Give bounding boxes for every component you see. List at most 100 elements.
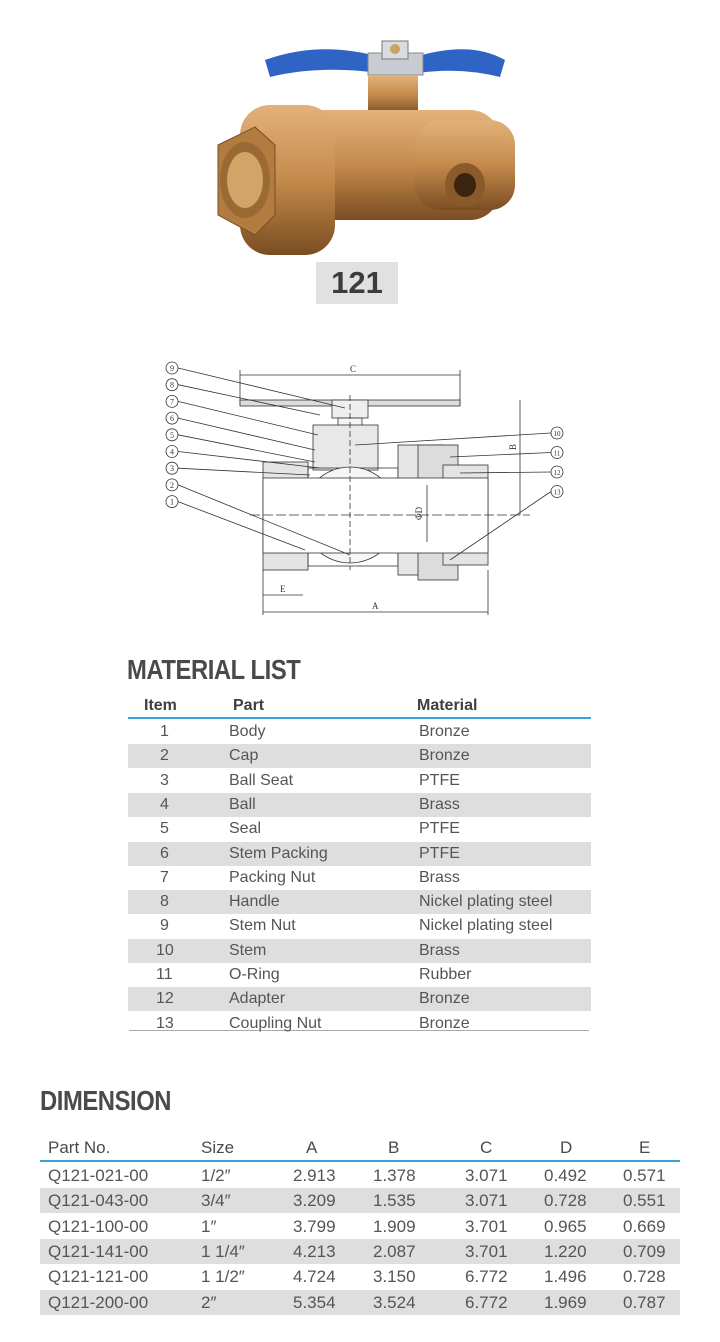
callout-8: 8 — [165, 378, 321, 416]
table-row: 4 Ball Brass — [128, 792, 591, 817]
material-name: Bronze — [419, 1014, 470, 1032]
cell-part: Q121-121-00 — [48, 1267, 149, 1287]
cell-part: Q121-043-00 — [48, 1191, 149, 1211]
header-part-no: Part No. — [48, 1138, 111, 1157]
callout-4: 4 — [165, 445, 321, 469]
item-number: 13 — [156, 1014, 174, 1032]
part-name: Stem Nut — [229, 917, 296, 935]
material-name: Bronze — [419, 723, 470, 740]
callout-2: 2 — [165, 478, 351, 556]
callout-5: 5 — [165, 428, 316, 463]
cell-size: 3/4″ — [201, 1191, 231, 1211]
part-name: Seal — [229, 820, 262, 838]
part-name: Coupling Nut — [229, 1014, 322, 1032]
callout-10: 10 — [354, 426, 564, 446]
material-name: PTFE — [419, 844, 460, 862]
table-row: 2 Cap Bronze — [128, 744, 591, 769]
header-divider — [128, 717, 591, 719]
model-number-label: 121 — [316, 262, 398, 304]
material-name: Brass — [419, 868, 460, 886]
callout-9: 9 — [165, 361, 346, 409]
cell-c: 3.701 — [465, 1216, 508, 1236]
svg-text:8: 8 — [170, 381, 174, 390]
table-row: 6 Stem Packing PTFE — [128, 841, 591, 866]
table-row: 13 Coupling Nut Bronze — [128, 1012, 591, 1036]
valve-photo — [217, 40, 515, 255]
cell-d: 0.965 — [544, 1216, 587, 1236]
part-name: Ball Seat — [229, 771, 294, 789]
cell-e: 0.787 — [623, 1292, 666, 1312]
table-row: 9 Stem Nut Nickel plating steel — [128, 914, 591, 938]
material-list-title: MATERIAL LIST — [127, 654, 301, 685]
callout-12: 12 — [459, 465, 564, 479]
cell-b: 1.909 — [373, 1216, 416, 1236]
table-row: 11 O-Ring Rubber — [128, 963, 591, 987]
cell-c: 3.071 — [465, 1191, 508, 1211]
table-row: 8 Handle Nickel plating steel — [128, 890, 591, 915]
callout-13: 13 — [449, 485, 564, 561]
cell-e: 0.709 — [623, 1241, 666, 1261]
header-e: E — [639, 1138, 651, 1157]
item-number: 3 — [160, 771, 169, 789]
svg-text:12: 12 — [554, 469, 562, 477]
svg-text:6: 6 — [170, 414, 174, 423]
item-number: 6 — [160, 844, 169, 862]
callout-6: 6 — [165, 411, 316, 451]
table-header: Item Part Material — [128, 694, 591, 717]
cell-c: 3.701 — [465, 1241, 508, 1261]
cell-b: 1.378 — [373, 1166, 416, 1185]
item-number: 10 — [156, 941, 174, 959]
header-divider — [40, 1160, 680, 1162]
item-number: 11 — [156, 966, 173, 983]
header-c: C — [480, 1138, 493, 1157]
part-name: Stem Packing — [229, 844, 328, 862]
svg-text:2: 2 — [170, 481, 174, 490]
svg-text:10: 10 — [554, 430, 562, 438]
cell-a: 2.913 — [293, 1166, 336, 1185]
cell-size: 1″ — [201, 1216, 217, 1236]
cell-part: Q121-100-00 — [48, 1216, 149, 1236]
cell-b: 3.524 — [373, 1292, 416, 1312]
material-name: Brass — [419, 941, 460, 959]
cell-size: 2″ — [201, 1292, 217, 1312]
cell-part: Q121-021-00 — [48, 1166, 149, 1185]
cell-a: 5.354 — [293, 1292, 336, 1312]
table-bottom-divider — [129, 1030, 589, 1031]
svg-text:7: 7 — [170, 397, 174, 406]
cell-size: 1 1/2″ — [201, 1267, 245, 1287]
table-row: 1 Body Bronze — [128, 720, 591, 744]
svg-text:5: 5 — [170, 431, 174, 440]
cell-e: 0.669 — [623, 1216, 666, 1236]
svg-text:4: 4 — [170, 448, 174, 457]
material-name: Rubber — [419, 966, 472, 983]
cell-e: 0.728 — [623, 1267, 666, 1287]
item-number: 5 — [160, 820, 169, 838]
material-name: Nickel plating steel — [419, 893, 553, 911]
part-name: Packing Nut — [229, 868, 316, 886]
cell-c: 3.071 — [465, 1166, 508, 1185]
cell-part: Q121-141-00 — [48, 1241, 149, 1261]
cell-a: 3.209 — [293, 1191, 336, 1211]
item-number: 4 — [160, 795, 169, 813]
part-name: Handle — [229, 893, 280, 911]
cell-a: 4.724 — [293, 1267, 336, 1287]
callout-7: 7 — [165, 395, 319, 436]
table-header: Part No. Size A B C D E — [40, 1135, 680, 1158]
cell-size: 1/2″ — [201, 1166, 231, 1185]
callout-3: 3 — [165, 461, 311, 476]
cell-b: 3.150 — [373, 1267, 416, 1287]
dim-b-label: B — [508, 444, 518, 450]
header-d: D — [560, 1138, 573, 1157]
cell-a: 3.799 — [293, 1216, 336, 1236]
material-name: PTFE — [419, 820, 460, 838]
header-b: B — [388, 1138, 400, 1157]
item-number: 7 — [160, 868, 169, 886]
cell-c: 6.772 — [465, 1292, 508, 1312]
cell-d: 1.496 — [544, 1267, 587, 1287]
part-name: Ball — [229, 795, 256, 813]
part-name: Adapter — [229, 990, 286, 1008]
table-row: 3 Ball Seat PTFE — [128, 769, 591, 793]
